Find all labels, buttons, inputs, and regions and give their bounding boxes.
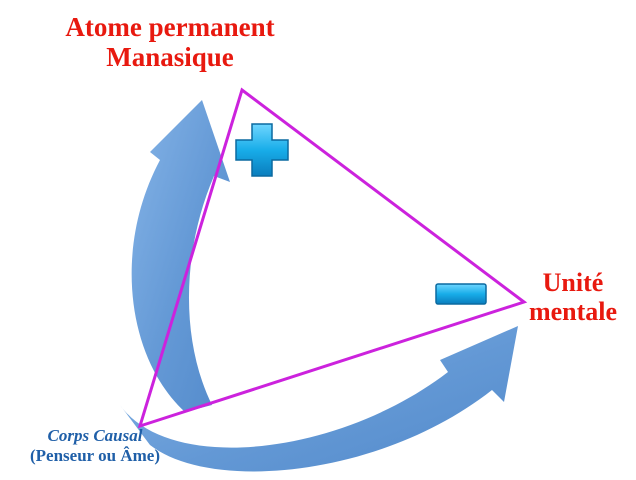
top-node-line1: Atome permanent — [65, 12, 275, 42]
plus-icon — [235, 123, 289, 177]
bottom-node-line2: (Penseur ou Âme) — [30, 446, 160, 466]
minus-icon — [435, 283, 487, 305]
top-node-label: Atome permanent Manasique — [20, 12, 320, 72]
arrow-to-top — [131, 100, 230, 412]
right-node-label: Unité mentale — [514, 268, 632, 326]
arrow-to-right — [120, 326, 518, 472]
bottom-node-label: Corps Causal (Penseur ou Âme) — [0, 426, 190, 466]
right-node-line2: mentale — [528, 297, 618, 327]
bottom-node-line1: Corps Causal — [47, 426, 143, 445]
right-node-line1: Unité — [542, 268, 604, 297]
connection-triangle — [137, 87, 528, 429]
top-node-line2: Manasique — [106, 42, 234, 73]
